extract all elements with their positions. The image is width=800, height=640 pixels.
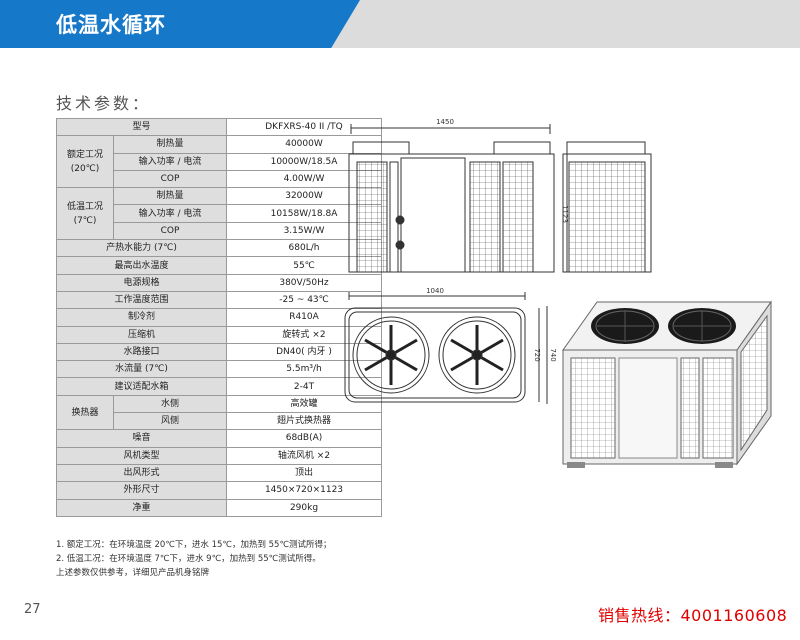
footnote-1: 1. 额定工况：在环境温度 20℃下，进水 15℃，加热到 55℃测试所得； <box>56 540 332 550</box>
table-row: 压缩机旋转式 ×2 <box>56 325 382 344</box>
spec-table: 型号 DKFXRS-40 II /TQ 额定工况 (20℃) 制热量 40000… <box>56 117 382 517</box>
spec-label: 水路接口 <box>56 342 227 362</box>
table-row: 水流量 (7℃)5.5m³/h <box>56 360 382 379</box>
table-row: 工作温度范围-25 ~ 43℃ <box>56 290 382 310</box>
spec-label: COP <box>113 169 227 189</box>
spec-label: 产热水能力 (7℃) <box>56 239 227 258</box>
spec-label: 风机类型 <box>56 446 227 465</box>
table-row: 出风形式顶出 <box>56 463 382 483</box>
dim-depth-a: 720 <box>533 348 541 361</box>
spec-label: 电源规格 <box>56 273 227 292</box>
spec-label: 工作温度范围 <box>56 290 227 310</box>
spec-value: 40000W <box>226 135 382 154</box>
spec-label: 制冷剂 <box>56 308 227 327</box>
spec-value: 5.5m³/h <box>226 360 382 379</box>
spec-value: 3.15W/W <box>226 221 382 241</box>
spec-label: 建议适配水箱 <box>56 377 227 396</box>
table-row: 换热器 水侧 高效罐 <box>56 394 382 431</box>
spec-value: 680L/h <box>226 239 382 258</box>
table-row: COP 4.00W/W <box>57 169 382 189</box>
spec-label: 压缩机 <box>56 325 227 344</box>
table-row: 额定工况 (20℃) 制热量 40000W <box>56 135 382 189</box>
table-row: 风机类型轴流风机 ×2 <box>56 446 382 465</box>
spec-label: 风侧 <box>113 412 227 431</box>
spec-label: 最高出水温度 <box>56 256 227 275</box>
spec-value: 高效罐 <box>226 394 382 414</box>
footnotes: 1. 额定工况：在环境温度 20℃下，进水 15℃，加热到 55℃测试所得； 2… <box>56 538 332 580</box>
spec-value: DKFXRS-40 II /TQ <box>226 117 382 137</box>
table-row: 风侧 翅片式换热器 <box>57 412 382 431</box>
spec-label: 净重 <box>56 498 227 517</box>
section-title: 技术参数： <box>56 94 152 113</box>
product-drawings: 1450 1123 1040 720 740 <box>344 118 772 468</box>
spec-label: 输入功率 / 电流 <box>113 204 227 223</box>
spec-value: 68dB(A) <box>226 429 382 448</box>
top-view-drawing <box>344 292 548 404</box>
dim-front-width: 1450 <box>436 118 454 126</box>
spec-label: 输入功率 / 电流 <box>113 152 227 171</box>
spec-label: COP <box>113 221 227 241</box>
front-view-drawing <box>348 124 571 273</box>
spec-value: 4.00W/W <box>226 169 382 189</box>
dim-height: 1123 <box>561 205 569 223</box>
spec-label: 制热量 <box>113 187 227 206</box>
spec-label: 噪音 <box>56 429 227 448</box>
unit-3d-render <box>562 300 772 468</box>
table-row: COP 3.15W/W <box>57 221 382 241</box>
sales-hotline: 销售热线：4001160608 <box>598 606 788 625</box>
spec-value: 380V/50Hz <box>226 273 382 292</box>
spec-value: 旋转式 ×2 <box>226 325 382 344</box>
table-row: 低温工况 (7℃) 制热量 32000W <box>56 187 382 241</box>
page-title: 低温水循环 <box>56 13 166 37</box>
spec-label: 水侧 <box>113 394 227 414</box>
page-number: 27 <box>24 602 41 617</box>
heat-exchanger-group-label: 换热器 <box>56 394 114 431</box>
table-row: 型号 DKFXRS-40 II /TQ <box>56 117 382 137</box>
spec-value: 顶出 <box>226 463 382 483</box>
table-row: 产热水能力 (7℃)680L/h <box>56 239 382 258</box>
spec-label: 出风形式 <box>56 463 227 483</box>
side-view-drawing <box>562 141 652 273</box>
table-row: 输入功率 / 电流 10158W/18.8A <box>57 204 382 223</box>
low-temp-group-label: 低温工况 (7℃) <box>56 187 114 241</box>
dim-top-width: 1040 <box>426 287 444 295</box>
header-banner: 低温水循环 <box>0 0 800 48</box>
spec-value: 55℃ <box>226 256 382 275</box>
rated-group-label: 额定工况 (20℃) <box>56 135 114 189</box>
spec-label: 制热量 <box>113 135 227 154</box>
spec-label: 水流量 (7℃) <box>56 360 227 379</box>
header-accent <box>0 0 360 48</box>
spec-value: 10158W/18.8A <box>226 204 382 223</box>
spec-label: 型号 <box>56 117 227 137</box>
footnote-2: 2. 低温工况：在环境温度 7℃下，进水 9℃，加热到 55℃测试所得。 <box>56 554 321 564</box>
footnote-3: 上述参数仅供参考，详细见产品机身铭牌 <box>56 568 210 578</box>
spec-label: 外形尺寸 <box>56 481 227 500</box>
spec-value: R410A <box>226 308 382 327</box>
spec-value: 290kg <box>226 498 382 517</box>
dim-depth-b: 740 <box>549 348 557 361</box>
